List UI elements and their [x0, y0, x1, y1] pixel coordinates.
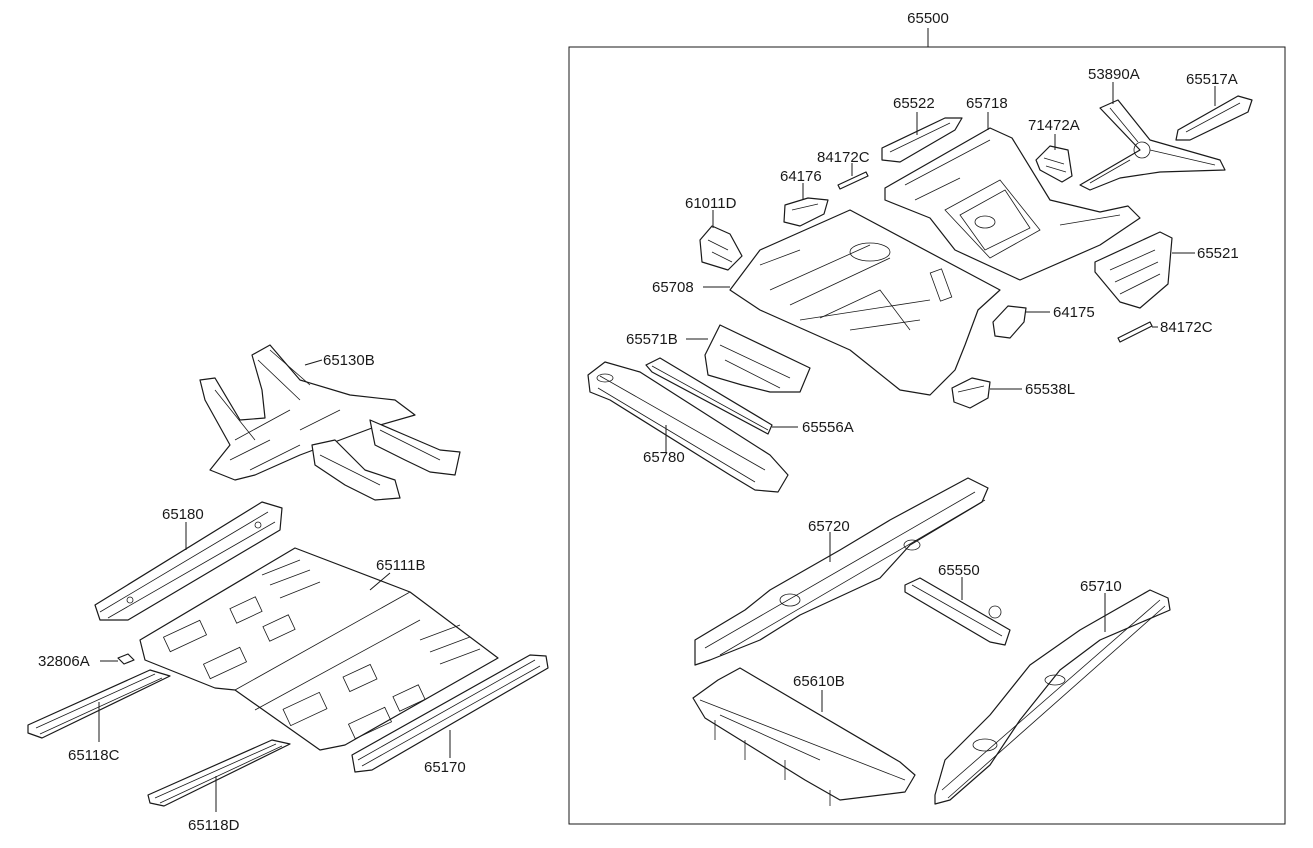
part-61011D-bracket[interactable]: [699, 225, 743, 271]
part-label-65521[interactable]: 65521: [1197, 245, 1239, 262]
part-65170-side-rail[interactable]: [351, 654, 549, 773]
part-label-65111B[interactable]: 65111B: [376, 557, 426, 574]
assembly-group-box: [568, 28, 1286, 825]
part-65118D-sill-extension[interactable]: [147, 739, 291, 807]
part-65550-crossmember[interactable]: [904, 577, 1011, 646]
part-label-65130B[interactable]: 65130B: [323, 352, 375, 369]
group-label-65500[interactable]: 65500: [907, 10, 949, 27]
part-label-53890A[interactable]: 53890A: [1088, 66, 1140, 83]
part-label-65118C[interactable]: 65118C: [68, 747, 120, 764]
part-65556A-crossmember-rail[interactable]: [645, 357, 773, 435]
part-label-65522[interactable]: 65522: [893, 95, 935, 112]
part-53890A-spare-tire-bracket[interactable]: [1079, 99, 1226, 191]
part-64175-bracket[interactable]: [992, 305, 1027, 339]
part-label-65780[interactable]: 65780: [643, 449, 685, 466]
part-32806A-clip[interactable]: [117, 653, 135, 665]
part-label-65180[interactable]: 65180: [162, 506, 204, 523]
part-label-65517A[interactable]: 65517A: [1186, 71, 1238, 88]
part-65521-reinforcement[interactable]: [1094, 231, 1173, 309]
part-65111B-front-floor-panel[interactable]: [139, 547, 499, 751]
part-65610B-rear-crossmember[interactable]: [692, 667, 916, 806]
part-label-64175[interactable]: 64175: [1053, 304, 1095, 321]
part-label-64176[interactable]: 64176: [780, 168, 822, 185]
part-label-65170[interactable]: 65170: [424, 759, 466, 776]
part-65780-rear-crossmember[interactable]: [587, 361, 789, 493]
part-71472A-bracket[interactable]: [1035, 145, 1073, 183]
part-65180-side-rail[interactable]: [94, 501, 283, 621]
part-label-65118D[interactable]: 65118D: [188, 817, 240, 834]
part-label-32806A[interactable]: 32806A: [38, 653, 90, 670]
part-64176-bracket[interactable]: [783, 197, 829, 227]
part-65708-center-floor-panel[interactable]: [729, 209, 1001, 396]
part-65522-extension[interactable]: [881, 117, 963, 163]
part-65710-rear-side-member[interactable]: [934, 589, 1171, 805]
part-label-61011D[interactable]: 61011D: [685, 195, 737, 212]
part-65571B-reinforcement[interactable]: [704, 324, 811, 393]
part-65130B-crossmember[interactable]: [199, 344, 461, 501]
part-label-65720[interactable]: 65720: [808, 518, 850, 535]
part-label-84172C-right[interactable]: 84172C: [1160, 319, 1213, 336]
part-label-84172C-top[interactable]: 84172C: [817, 149, 870, 166]
part-label-65610B[interactable]: 65610B: [793, 673, 845, 690]
part-label-65708[interactable]: 65708: [652, 279, 694, 296]
part-label-65550[interactable]: 65550: [938, 562, 980, 579]
part-label-71472A[interactable]: 71472A: [1028, 117, 1080, 134]
part-65517A-reinforcement[interactable]: [1175, 95, 1253, 141]
part-label-65538L[interactable]: 65538L: [1025, 381, 1075, 398]
part-84172C-plug-top[interactable]: [837, 171, 869, 190]
part-65720-rear-side-member[interactable]: [694, 477, 989, 666]
part-label-65710[interactable]: 65710: [1080, 578, 1122, 595]
part-65538L-bracket[interactable]: [951, 377, 991, 409]
part-label-65556A[interactable]: 65556A: [802, 419, 854, 436]
part-84172C-plug-right[interactable]: [1117, 321, 1153, 343]
part-label-65718[interactable]: 65718: [966, 95, 1008, 112]
part-label-65571B[interactable]: 65571B: [626, 331, 678, 348]
part-65718-rear-floor-pan[interactable]: [884, 127, 1141, 281]
